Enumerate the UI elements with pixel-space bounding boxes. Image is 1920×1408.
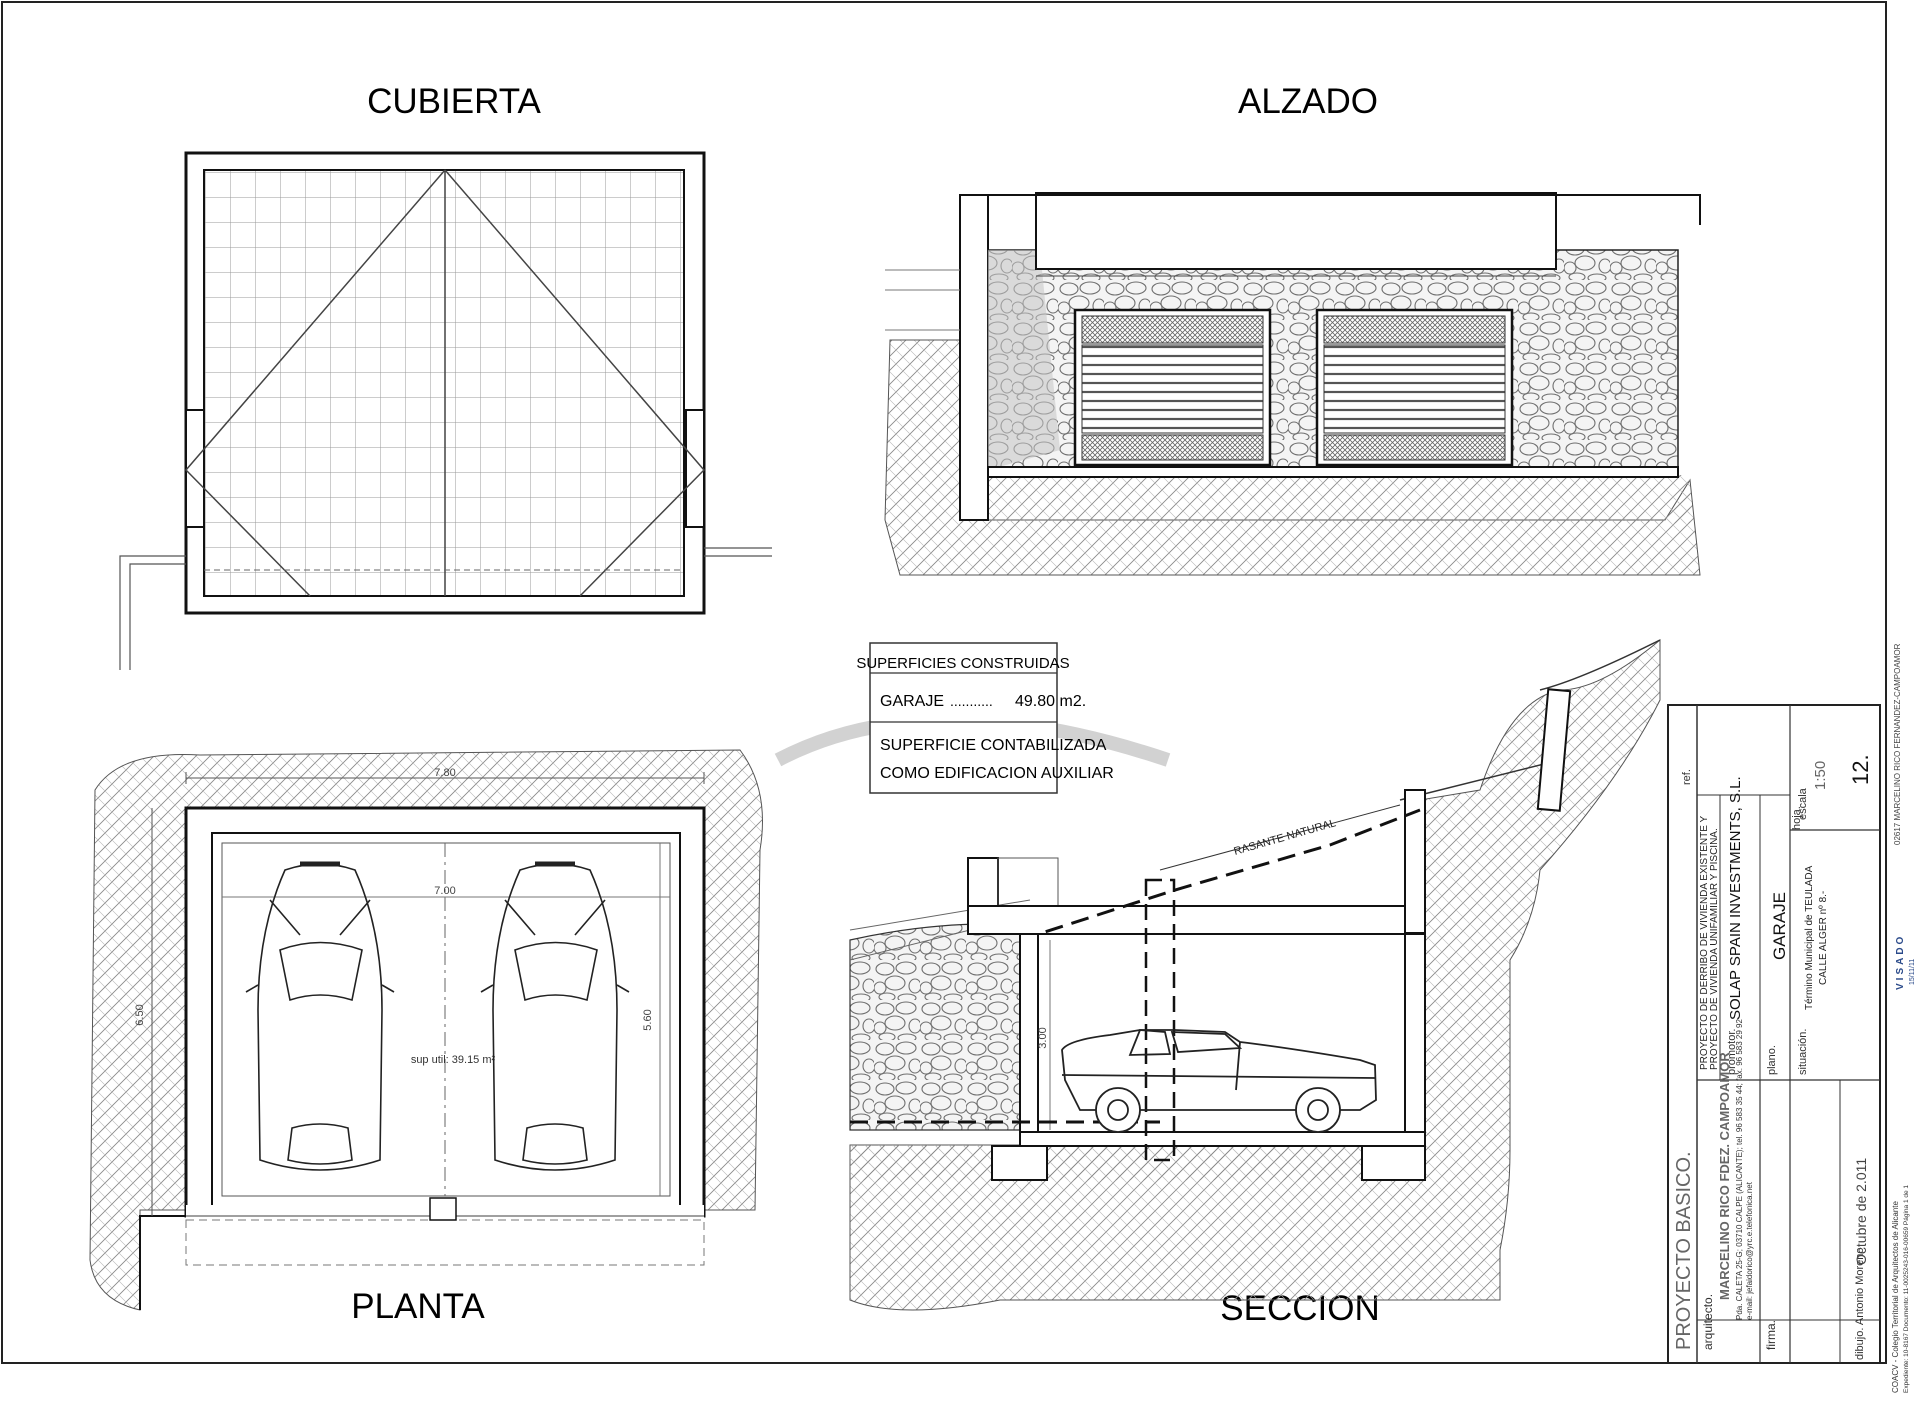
car-plan-right: [480, 861, 630, 1171]
note-line1: SUPERFICIE CONTABILIZADA: [880, 737, 1107, 754]
dibujo-label: dibujo. Antonio Moreno: [1854, 1247, 1866, 1360]
sheet-border: [1, 1, 1887, 1364]
superficies-header: SUPERFICIES CONSTRUIDAS: [856, 655, 1069, 672]
arquitecto-name: MARCELINO RICO FDEZ. CAMPOAMOR: [1717, 1052, 1732, 1300]
superficies-table: SUPERFICIES CONSTRUIDAS GARAJE .........…: [774, 642, 1171, 794]
dim-outer-depth: 6.50: [134, 1004, 146, 1025]
garaje-label: GARAJE: [880, 693, 944, 710]
dim-height: 3.00: [1037, 1027, 1049, 1048]
visado-date: 15/11/11: [1909, 959, 1916, 985]
alzado-title: ALZADO: [1238, 82, 1378, 121]
proyecto-line2: PROYECTO DE VIVIENDA UNIFAMILIAR Y PISCI…: [1709, 828, 1720, 1070]
plano-name: GARAJE: [1770, 892, 1789, 960]
garaje-dots: ...........: [950, 693, 993, 709]
fecha-label: Octubre de 2.011: [1853, 1158, 1869, 1265]
garage-door-right: [1315, 308, 1514, 467]
hoja-value: 12.: [1848, 754, 1873, 785]
sup-util-label: sup util: 39.15 m²: [411, 1054, 496, 1066]
planta-title: PLANTA: [351, 1287, 485, 1326]
seccion-drawing: RASANTE NATURAL 3.00: [849, 638, 1661, 1311]
proyecto-line1: PROYECTO DE DERRIBO DE VIVIENDA EXISTENT…: [1699, 816, 1710, 1070]
visado-side-note: 02617 MARCELINO RICO FERNANDEZ-CAMPOAMOR: [1893, 643, 1902, 845]
promotor-name: SOLAP SPAIN INVESTMENTS, S.L.: [1727, 776, 1744, 1020]
garage-door-left: [1073, 308, 1272, 467]
rasante-label: RASANTE NATURAL: [1233, 817, 1338, 858]
visado-strip: 02617 MARCELINO RICO FERNANDEZ-CAMPOAMOR…: [1891, 643, 1916, 1393]
cubierta-title: CUBIERTA: [367, 82, 541, 121]
situacion-label: situación.: [1797, 1029, 1809, 1075]
situacion-line2: CALLE ALGER nº 8.-: [1818, 891, 1829, 985]
car-plan-left: [245, 861, 395, 1171]
cubierta-drawing: [119, 151, 772, 670]
ref-label: ref.: [1681, 769, 1693, 785]
visado-stamp: VISADO: [1895, 934, 1906, 990]
visado-expediente: Expediente: 10-8167 Documento: 11-002524…: [1903, 1185, 1910, 1393]
escala-label: escala: [1797, 787, 1809, 820]
promotor-label: promotor.: [1726, 1029, 1738, 1075]
alzado-drawing: [884, 192, 1701, 576]
plano-label: plano.: [1766, 1045, 1778, 1075]
firma-label: firma.: [1764, 1320, 1778, 1350]
planta-drawing: 7.80 7.00 6.50 5.60 sup util: 39.15 m²: [89, 749, 763, 1311]
arquitecto-address: Pda. CALETA 25-G; 03710 CALPE (ALICANTE)…: [1735, 1019, 1744, 1320]
garaje-value: 49.80 m2.: [1015, 693, 1086, 710]
arquitecto-email: e-mail: jefaidorico@yrc.e.telefonica.net: [1745, 1181, 1754, 1320]
proyecto-tipo: PROYECTO BASICO.: [1673, 1151, 1695, 1350]
escala-value: 1:50: [1812, 761, 1829, 790]
car-side: [1061, 1029, 1377, 1133]
situacion-line1: Término Municipal de TEULADA: [1804, 865, 1815, 1010]
visado-colegio: COACV - Colegio Territorial de Arquitect…: [1891, 1201, 1900, 1393]
dim-outer-width: 7.80: [434, 767, 455, 779]
title-block: PROYECTO BASICO. arquitecto. MARCELINO R…: [1667, 704, 1881, 1364]
hoja-label: hoja.: [1791, 806, 1803, 830]
note-line2: COMO EDIFICACION AUXILIAR: [880, 765, 1114, 782]
dim-inner-width: 7.00: [434, 885, 455, 897]
dim-inner-depth: 5.60: [642, 1009, 654, 1030]
arquitecto-label: arquitecto.: [1701, 1294, 1715, 1350]
